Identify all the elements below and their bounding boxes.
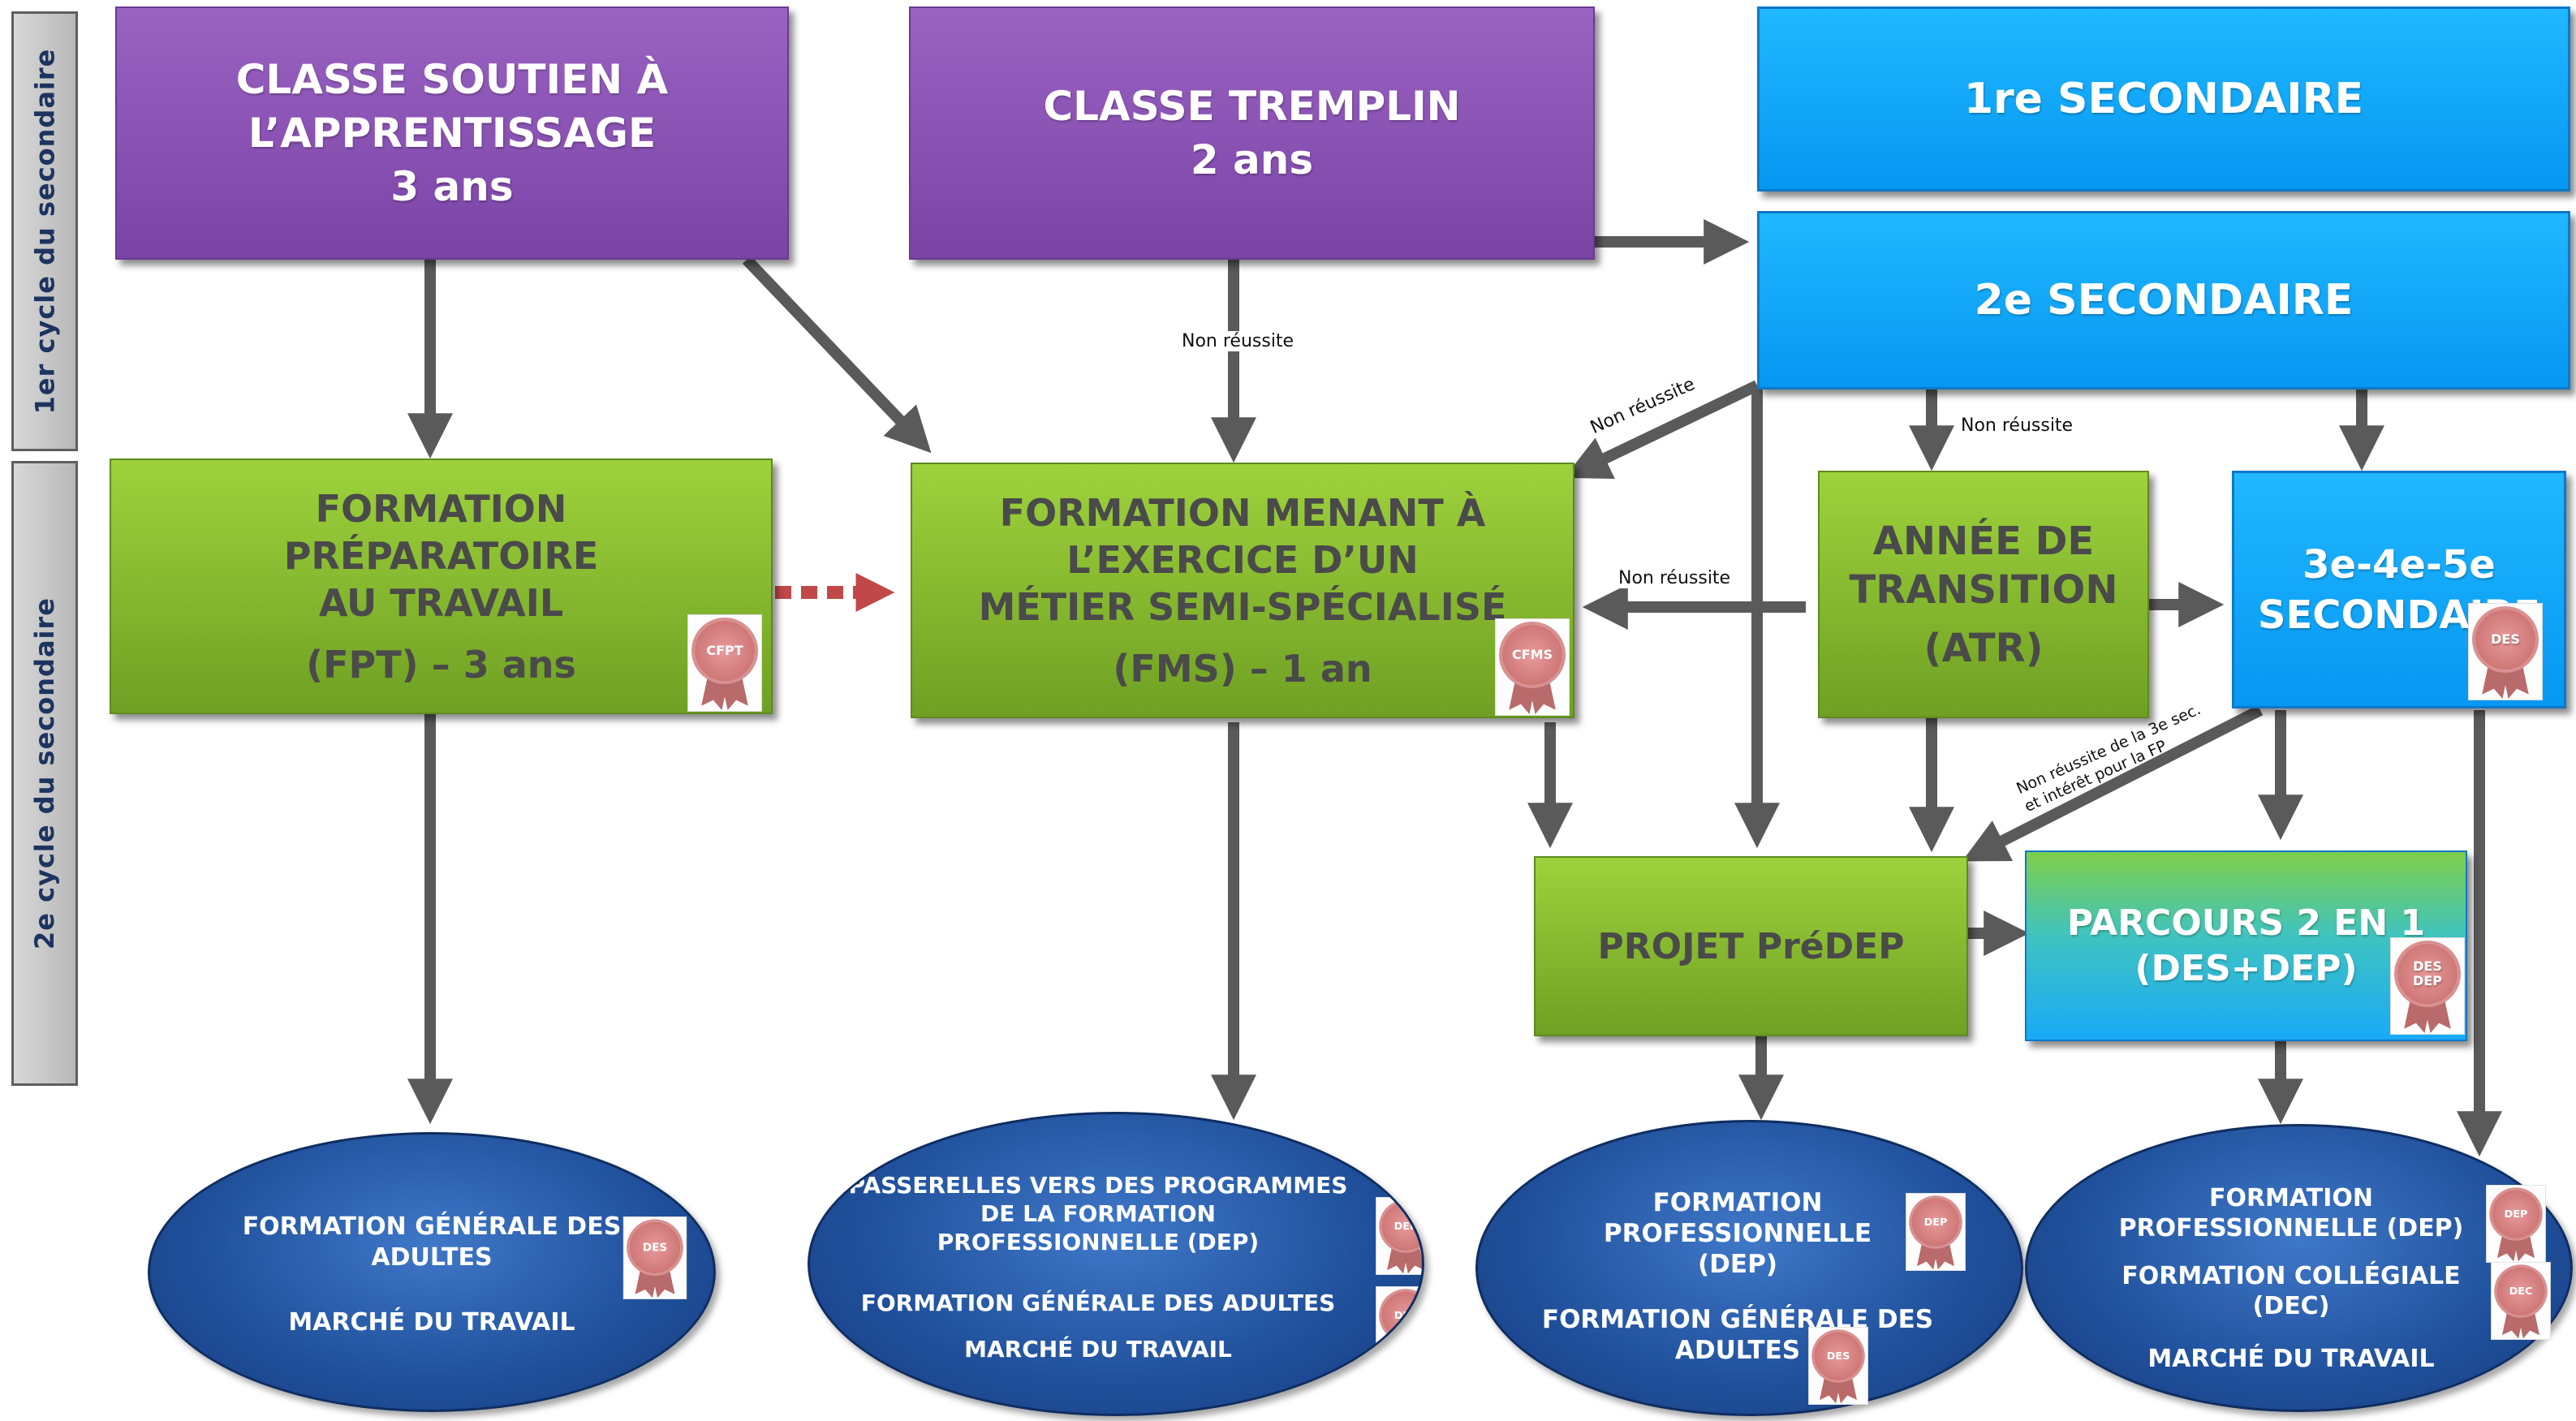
- des-seal-icon: DES: [2468, 603, 2543, 700]
- box-fpt: FORMATION PRÉPARATOIRE AU TRAVAIL (FPT) …: [110, 459, 773, 714]
- e1-line3: MARCHÉ DU TRAVAIL: [288, 1308, 575, 1337]
- note-tremplin-non-reussite: Non réussite: [1178, 331, 1298, 351]
- e3-line1: FORMATION: [1652, 1188, 1823, 1217]
- e1-line2: ADULTES: [371, 1243, 493, 1272]
- fpt-line3: AU TRAVAIL: [318, 580, 564, 625]
- e4-dep-seal-icon: DEP: [2486, 1185, 2546, 1263]
- cycle2-label: 2e cycle du secondaire: [11, 461, 78, 1086]
- e3-line4: FORMATION GÉNÉRALE DES: [1541, 1305, 1934, 1334]
- e1-seal-label: DES: [642, 1240, 668, 1254]
- cycle2-text: 2e cycle du secondaire: [29, 597, 61, 949]
- e3-dep-seal-icon: DEP: [1906, 1193, 1966, 1271]
- desdep-seal-label2: DEP: [2413, 973, 2442, 988]
- cycle1-text: 1er cycle du secondaire: [29, 48, 61, 415]
- e4-line3: FORMATION COLLÉGIALE: [2122, 1262, 2461, 1290]
- cfpt-seal-label: CFPT: [706, 643, 743, 658]
- e2-line3: PROFESSIONNELLE (DEP): [937, 1229, 1260, 1255]
- ellipse-collegial: FORMATION PROFESSIONNELLE (DEP) FORMATIO…: [2025, 1124, 2573, 1412]
- e3-line5: ADULTES: [1674, 1336, 1801, 1365]
- e2-line5: MARCHÉ DU TRAVAIL: [964, 1336, 1232, 1363]
- csa-duration: 3 ans: [390, 163, 514, 210]
- cfms-seal-label: CFMS: [1511, 647, 1553, 662]
- box-2e-secondaire: 2e SECONDAIRE: [1757, 211, 2570, 390]
- atr-line3: (ATR): [1923, 625, 2044, 671]
- fms-line2: L’EXERCICE D’UN: [1066, 537, 1419, 582]
- ellipse-formation-pro: FORMATION PROFESSIONNELLE (DEP) FORMATIO…: [1475, 1120, 2023, 1416]
- arrow-sec345-predep: [1962, 704, 2264, 862]
- atr-line1: ANNÉE DE: [1872, 518, 2095, 564]
- e3-des-seal-icon: DES: [1808, 1327, 1868, 1405]
- box-projet-predep: PROJET PréDEP: [1534, 856, 1968, 1036]
- fms-duration: (FMS) – 1 an: [1113, 646, 1372, 691]
- predep-text: PROJET PréDEP: [1597, 925, 1905, 967]
- box-3e-4e-5e-secondaire: 3e-4e-5e SECONDAIRE DES: [2232, 471, 2566, 708]
- box-1re-secondaire: 1re SECONDAIRE: [1757, 6, 2570, 192]
- e4-dep-seal-label: DEP: [2504, 1208, 2528, 1221]
- note-sec2-atr-non-reussite: Non réussite: [1958, 416, 2077, 436]
- e2-line1: PASSERELLES VERS DES PROGRAMMES: [848, 1172, 1348, 1199]
- e3-dep-seal-label: DEP: [1923, 1216, 1948, 1229]
- e4-line1: FORMATION: [2208, 1184, 2374, 1212]
- fms-line3: MÉTIER SEMI-SPÉCIALISÉ: [978, 584, 1507, 629]
- e2-dep-seal-icon: DEP: [1376, 1197, 1422, 1275]
- e4-line4: (DEC): [2252, 1292, 2330, 1320]
- e2-line4: FORMATION GÉNÉRALE DES ADULTES: [860, 1290, 1336, 1316]
- parcours-line1: PARCOURS 2 EN 1: [2066, 902, 2426, 944]
- arrow-csa-fms: [742, 256, 932, 454]
- e3-line3: (DEP): [1698, 1250, 1777, 1279]
- sec1-text: 1re SECONDAIRE: [1963, 75, 2364, 123]
- e4-dec-seal-label: DEC: [2509, 1285, 2533, 1298]
- tremplin-line1: CLASSE TREMPLIN: [1043, 83, 1461, 130]
- desdep-seal-label1: DES: [2413, 958, 2442, 974]
- e3-line2: PROFESSIONNELLE: [1603, 1219, 1872, 1248]
- fpt-line1: FORMATION: [315, 486, 567, 531]
- e3-des-seal-label: DES: [1826, 1350, 1850, 1363]
- tremplin-duration: 2 ans: [1190, 136, 1314, 183]
- box-classe-tremplin: CLASSE TREMPLIN 2 ans: [909, 6, 1595, 260]
- ellipse-passerelles: PASSERELLES VERS DES PROGRAMMES DE LA FO…: [808, 1112, 1424, 1416]
- atr-line2: TRANSITION: [1849, 566, 2118, 613]
- e1-des-seal-icon: DES: [622, 1216, 687, 1299]
- des-seal-label: DES: [2491, 631, 2520, 647]
- box-atr: ANNÉE DE TRANSITION (ATR): [1818, 471, 2149, 718]
- e2-line2: DE LA FORMATION: [980, 1200, 1216, 1227]
- fpt-duration: (FPT) – 3 ans: [306, 642, 576, 687]
- e4-line2: PROFESSIONNELLE (DEP): [2118, 1214, 2464, 1242]
- csa-line1: CLASSE SOUTIEN À: [235, 56, 669, 103]
- cycle1-label: 1er cycle du secondaire: [11, 11, 78, 451]
- fpt-line2: PRÉPARATOIRE: [283, 533, 599, 578]
- box-fms: FORMATION MENANT À L’EXERCICE D’UN MÉTIE…: [911, 463, 1574, 718]
- sec2-text: 2e SECONDAIRE: [1974, 276, 2354, 325]
- csa-line2: L’APPRENTISSAGE: [248, 110, 657, 157]
- e2-des-seal-icon: DES: [1376, 1286, 1422, 1364]
- box-classe-soutien: CLASSE SOUTIEN À L’APPRENTISSAGE 3 ans: [115, 6, 789, 260]
- e2-dep-seal-label: DEP: [1394, 1220, 1418, 1233]
- e2-des-seal-label: DES: [1394, 1309, 1418, 1322]
- fms-line1: FORMATION MENANT À: [999, 490, 1486, 535]
- sec345-line1: 3e-4e-5e: [2302, 541, 2496, 588]
- cfpt-seal-icon: CFPT: [687, 614, 762, 712]
- note-atr-fms-non-reussite: Non réussite: [1615, 568, 1734, 588]
- parcours-line2: (DES+DEP): [2134, 948, 2358, 989]
- e4-dec-seal-icon: DEC: [2491, 1262, 2551, 1340]
- ellipse-adultes-marche: FORMATION GÉNÉRALE DES ADULTES MARCHÉ DU…: [148, 1132, 716, 1412]
- arrow-sec2-fms: [1564, 380, 1760, 479]
- e1-line1: FORMATION GÉNÉRALE DES: [242, 1212, 622, 1241]
- e4-line5: MARCHÉ DU TRAVAIL: [2147, 1345, 2435, 1373]
- cfms-seal-icon: CFMS: [1495, 618, 1570, 716]
